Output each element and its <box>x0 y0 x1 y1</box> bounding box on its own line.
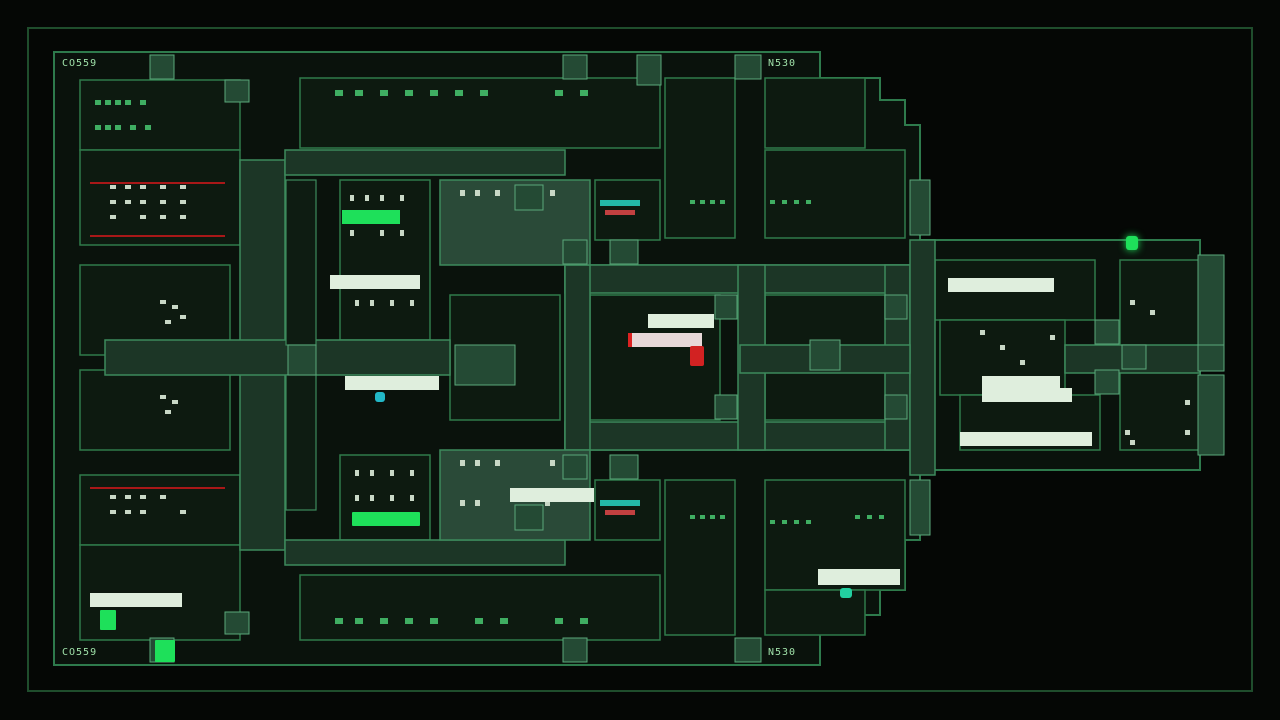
room-label[interactable] <box>960 432 1092 446</box>
map-frame <box>27 27 1253 692</box>
objective-marker-icon[interactable] <box>840 588 852 598</box>
room-c-left-top <box>339 179 431 341</box>
objective-marker-icon[interactable] <box>100 610 116 630</box>
room-w-2 <box>79 369 231 451</box>
alert-label[interactable] <box>628 333 702 347</box>
room-label[interactable] <box>982 388 1072 402</box>
corridor-north <box>284 149 566 176</box>
room-ne-3 <box>764 149 906 239</box>
room-ne-1 <box>664 77 736 239</box>
room-label[interactable] <box>90 593 182 607</box>
corridor-west-horizontal <box>104 339 451 376</box>
room-ne-2 <box>764 77 866 149</box>
room-se-1 <box>664 479 736 636</box>
room-n-hall <box>299 77 661 149</box>
corner-code-top-right: N530 <box>768 58 797 69</box>
corner-code-bottom-mid: N530 <box>768 647 797 658</box>
objective-marker-icon[interactable] <box>155 640 175 662</box>
corner-code-bottom-left: CO559 <box>62 647 98 658</box>
objective-marker-icon[interactable] <box>352 512 420 526</box>
room-label[interactable] <box>342 210 400 224</box>
room-s-hall <box>299 574 661 641</box>
room-nw-1 <box>79 79 241 151</box>
objective-marker-icon[interactable] <box>375 392 385 402</box>
corridor-east-vertical <box>909 239 936 476</box>
room-label[interactable] <box>345 376 439 390</box>
corridor-south <box>284 539 566 566</box>
bay-2 <box>285 374 317 511</box>
corner-code-top-left: CO559 <box>62 58 98 69</box>
room-label[interactable] <box>330 275 420 289</box>
corridor-ring-left <box>564 264 591 451</box>
room-nw-2 <box>79 149 241 246</box>
alert-marker-icon[interactable] <box>690 346 704 366</box>
player-marker-icon[interactable] <box>1126 236 1138 250</box>
room-c-left-bot <box>339 454 431 541</box>
bay-1 <box>285 179 317 346</box>
room-label[interactable] <box>948 278 1054 292</box>
room-label[interactable] <box>818 569 900 585</box>
room-label[interactable] <box>982 376 1060 390</box>
room-sw-1 <box>79 474 241 546</box>
room-label[interactable] <box>648 314 714 328</box>
room-label[interactable] <box>510 488 594 502</box>
